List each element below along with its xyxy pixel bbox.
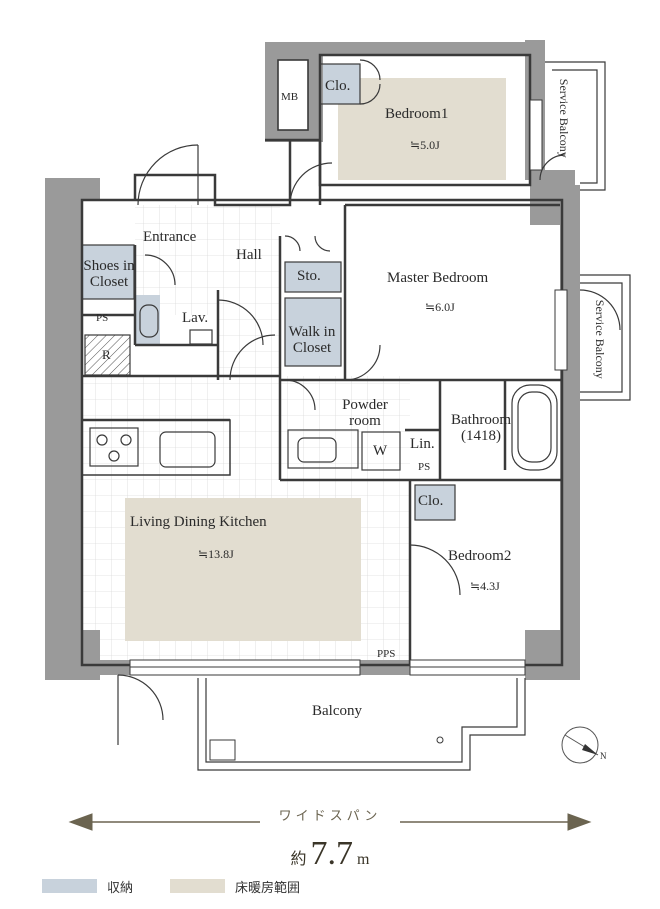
ldk-area: ≒13.8J — [198, 547, 234, 561]
legend-storage-label: 収納 — [107, 880, 134, 896]
kitchen-sink — [159, 431, 216, 468]
doors — [117, 59, 621, 745]
clo2-label: Clo. — [418, 493, 444, 509]
legend-storage: 収納 — [42, 877, 134, 896]
r-box — [84, 334, 131, 376]
floor-heating-bedroom1 — [338, 78, 506, 180]
washbasin — [297, 437, 337, 463]
w-label: W — [373, 443, 388, 459]
service-balcony-2-label: Service Balcony — [592, 299, 607, 379]
storage-outlines — [81, 63, 456, 521]
burner-2 — [120, 434, 132, 446]
storage-clo1 — [320, 64, 360, 104]
burner-1 — [96, 434, 108, 446]
legend-floor-heating-swatch — [170, 879, 225, 893]
washbasin-counter — [287, 429, 359, 469]
lav-sink — [189, 329, 213, 345]
legend-floor-heating-label: 床暖房範囲 — [235, 880, 301, 896]
span-value: 約 7.7 m — [0, 835, 660, 873]
bathtub-inner — [517, 391, 552, 463]
sto-label: Sto. — [297, 268, 321, 284]
span-unit: m — [357, 851, 370, 868]
bathtub — [511, 384, 558, 471]
burner-3 — [108, 450, 120, 462]
balcony-outline — [197, 61, 631, 771]
floor-heating-ldk — [125, 498, 361, 641]
ps-label-2: PS — [418, 461, 431, 473]
drain-1 — [436, 736, 444, 744]
stove — [89, 427, 139, 467]
compass-n-label: N — [600, 751, 607, 761]
mb-label: MB — [281, 91, 299, 103]
powder-room-label: Powder room — [342, 397, 388, 429]
walkin-closet-label: Walk in Closet — [288, 324, 336, 356]
mb-box — [277, 59, 309, 131]
span-arrow — [68, 813, 592, 831]
storage-walkin — [285, 298, 341, 366]
entrance-label: Entrance — [143, 229, 197, 245]
balcony-label: Balcony — [312, 703, 362, 719]
ps-label-1: PS — [96, 312, 109, 324]
bedroom1-name: Bedroom1 — [385, 106, 449, 122]
toilet — [139, 304, 159, 338]
hall-floor-tiles — [218, 205, 280, 380]
span-number: 7.7 — [310, 835, 354, 872]
lav-label: Lav. — [182, 310, 209, 326]
bedroom2-name: Bedroom2 — [448, 548, 512, 564]
master-bedroom-name: Master Bedroom — [387, 270, 489, 286]
legend-storage-swatch — [42, 879, 97, 893]
lin-label: Lin. — [410, 436, 435, 452]
storage-clo2 — [415, 485, 455, 520]
bedroom1-area: ≒5.0J — [410, 138, 440, 152]
fixtures — [81, 59, 558, 476]
clo1-label: Clo. — [325, 78, 351, 94]
w-machine — [361, 431, 401, 471]
r-label: R — [102, 347, 111, 362]
span-prefix: 約 — [290, 851, 307, 868]
bedroom2-area: ≒4.3J — [470, 579, 500, 593]
windows — [129, 99, 568, 676]
ac-unit — [209, 739, 236, 761]
master-bedroom-area: ≒6.0J — [425, 300, 455, 314]
ldk-name: Living Dining Kitchen — [130, 514, 267, 530]
pps-label: PPS — [377, 648, 396, 660]
bathroom-label: Bathroom (1418) — [451, 412, 511, 444]
legend-floor-heating: 床暖房範囲 — [170, 877, 301, 896]
storage-sto — [285, 262, 341, 292]
storage-shoes-closet — [82, 245, 134, 299]
span-title: ワイドスパン — [278, 809, 382, 824]
kitchen-counter — [81, 419, 231, 476]
hall-label: Hall — [236, 247, 262, 263]
shoes-closet-label: Shoes in Closet — [83, 258, 135, 290]
interior-walls — [80, 138, 564, 667]
compass-icon — [561, 726, 599, 764]
service-balcony-1-label: Service Balcony — [556, 78, 571, 158]
